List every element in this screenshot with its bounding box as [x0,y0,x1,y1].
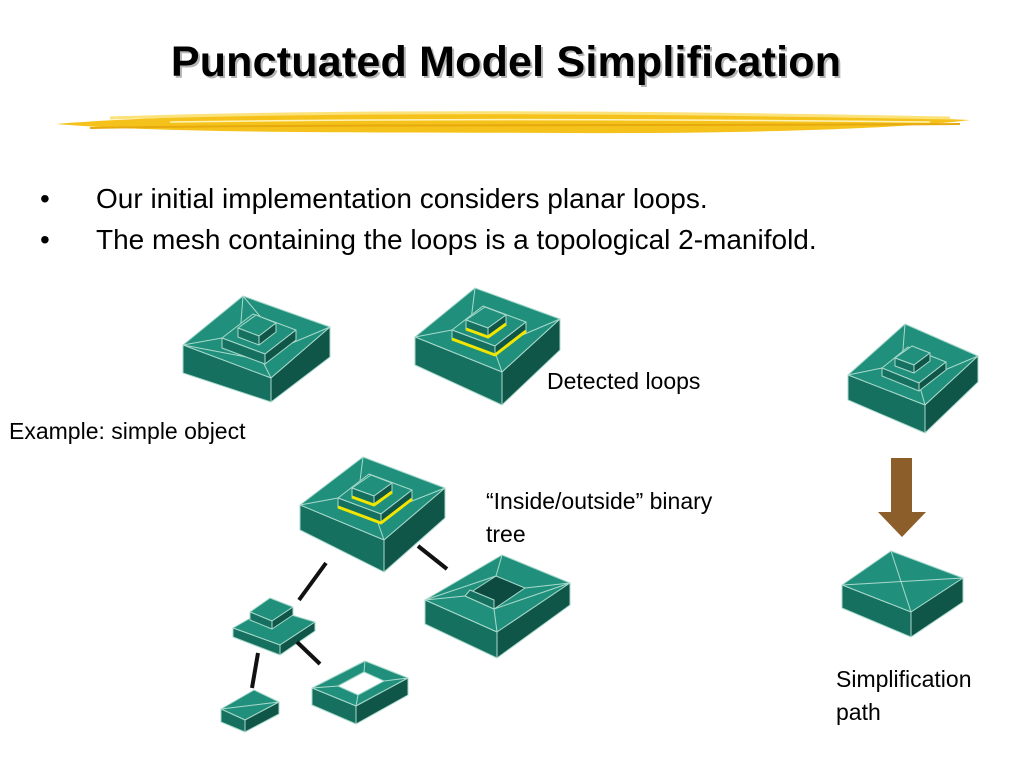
caption-example: Example: simple object [9,418,246,444]
caption-simplification-line2: path [836,699,881,725]
caption-binary-tree: “Inside/outside” binary tree [486,485,712,551]
tree-connectors [250,544,449,689]
bullet-marker: • [40,224,50,255]
bullet-item: • The mesh containing the loops is a top… [40,219,817,260]
slide-title: Punctuated Model Simplification [170,38,842,86]
mesh-simplification-source [847,323,979,434]
tree-root-loop-highlights [337,490,413,525]
mesh-detected-loops [414,287,561,406]
caption-simplification-line1: Simplification [836,666,972,692]
bullet-list: • Our initial implementation considers p… [40,178,817,260]
caption-detected-loops: Detected loops [547,368,701,394]
mesh-inner-stack [232,597,316,656]
bullet-marker: • [40,183,50,214]
caption-binary-tree-line2: tree [486,521,526,547]
title-underline-brushstroke [56,111,970,134]
bullet-text: The mesh containing the loops is a topol… [96,224,817,255]
mesh-tree-root [299,456,446,573]
mesh-outer-shell-with-hole [424,554,571,659]
simplification-arrow [878,458,926,537]
mesh-simple-object [182,295,331,403]
caption-binary-tree-line1: “Inside/outside” binary [486,488,713,514]
mesh-leaf-ring [311,660,409,725]
bullet-item: • Our initial implementation considers p… [40,178,817,219]
bullet-text: Our initial implementation considers pla… [96,183,708,214]
mesh-simplified-result [841,550,964,638]
mesh-leaf-block [220,689,280,733]
caption-simplification-path: Simplification path [836,663,972,729]
detected-loop-highlights [451,322,527,357]
